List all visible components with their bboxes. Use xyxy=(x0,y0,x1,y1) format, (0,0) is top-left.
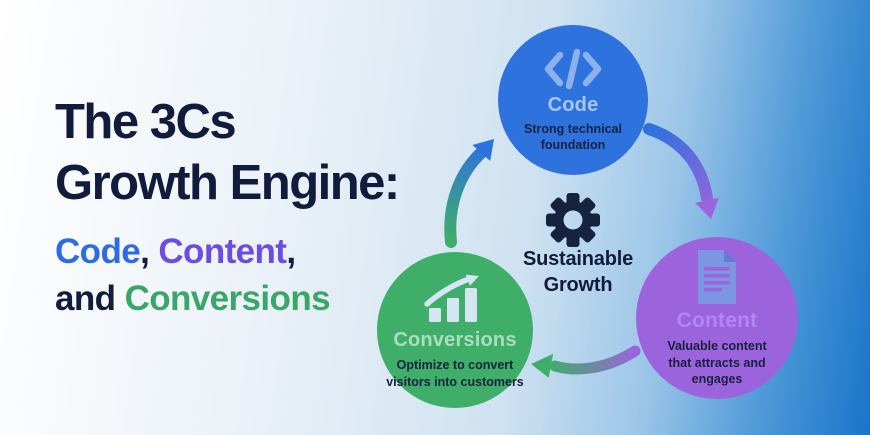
subtitle-line-2: and Conversions xyxy=(55,275,331,322)
code-brackets-icon xyxy=(544,48,602,89)
node-content-description: Valuable content that attracts and engag… xyxy=(667,339,767,387)
subtitle-comma-2: , xyxy=(286,232,296,271)
node-code-description: Strong technical foundation xyxy=(524,121,622,153)
title-line-1: The 3Cs xyxy=(55,95,237,149)
center-hub xyxy=(545,192,601,248)
subtitle-word-code: Code xyxy=(55,232,141,271)
node-conversions: Conversions Optimize to convert visitors… xyxy=(377,252,533,408)
title-line-2: Growth Engine: xyxy=(55,156,400,210)
node-content-label: Content xyxy=(676,309,758,333)
arrow-content-to-conversions xyxy=(531,345,641,378)
document-icon xyxy=(698,250,736,305)
subtitle-word-content: Content xyxy=(158,232,287,271)
arrow-code-to-content xyxy=(643,123,719,219)
growth-chart-icon xyxy=(424,274,479,322)
subtitle-comma-1: , xyxy=(140,232,159,271)
gear-icon xyxy=(545,192,601,248)
subtitle-word-conversions: Conversions xyxy=(124,279,331,318)
center-label: Sustainable Growth xyxy=(493,246,663,298)
arrow-conversions-to-code xyxy=(444,139,494,248)
subtitle: Code, Content, and Conversions xyxy=(55,228,331,322)
subtitle-line-1: Code, Content, xyxy=(55,228,330,275)
node-code-label: Code xyxy=(547,93,599,116)
center-label-line-1: Sustainable xyxy=(522,248,634,270)
node-content: Content Valuable content that attracts a… xyxy=(636,237,798,399)
node-conversions-label: Conversions xyxy=(393,329,517,351)
headline: The 3Cs Growth Engine: xyxy=(55,92,400,214)
node-conversions-description: Optimize to convert visitors into custom… xyxy=(386,358,524,389)
center-label-line-2: Growth xyxy=(543,274,613,296)
subtitle-word-and: and xyxy=(55,279,125,318)
node-code: Code Strong technical foundation xyxy=(498,25,648,175)
